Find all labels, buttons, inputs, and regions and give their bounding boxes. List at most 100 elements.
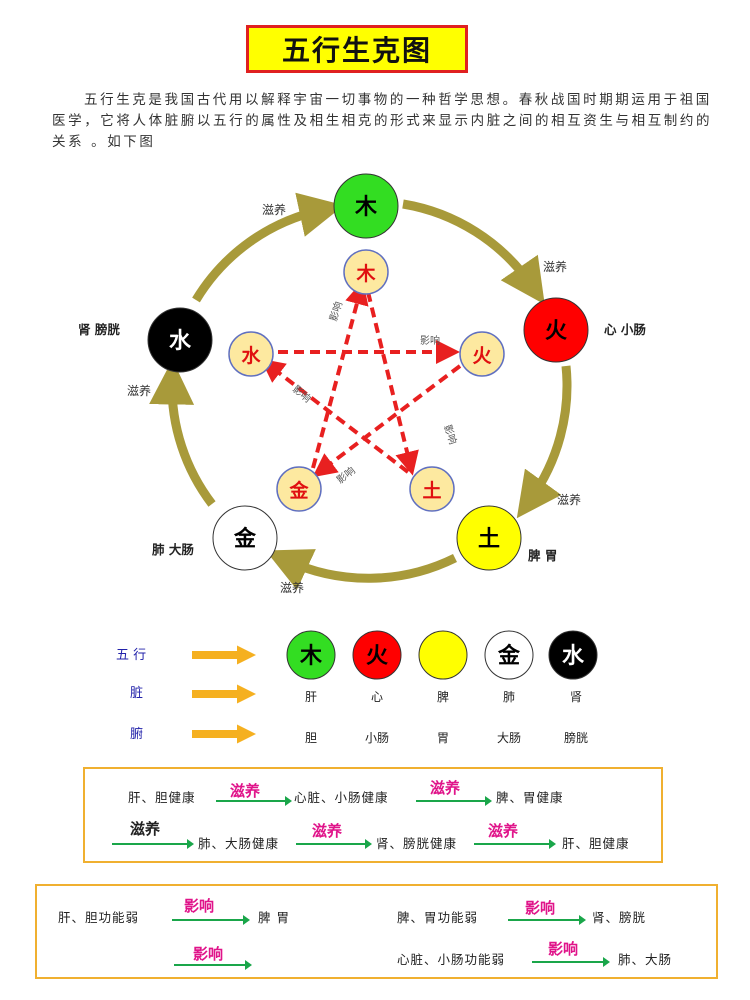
nourish-label: 滋养 bbox=[557, 492, 581, 507]
cycle-node-earth: 土 bbox=[456, 505, 522, 571]
svg-text:火: 火 bbox=[366, 644, 388, 669]
influence-label: 影响 bbox=[326, 300, 345, 323]
table-element-wood: 木 bbox=[286, 630, 336, 680]
svg-text:金: 金 bbox=[497, 643, 521, 669]
table-row-label-element: 五 行 bbox=[116, 648, 146, 663]
cycle-node-metal: 金 bbox=[212, 505, 278, 571]
influence-label: 影响 bbox=[420, 334, 440, 347]
nourish-chain-box bbox=[83, 767, 663, 863]
chain-text: 肝、胆功能弱 bbox=[58, 910, 140, 925]
inner-node-wood: 木 bbox=[343, 249, 389, 295]
chain-verb: 滋养 bbox=[312, 822, 343, 840]
nourish-label: 滋养 bbox=[262, 202, 286, 217]
chain-text: 肝、胆健康 bbox=[128, 790, 196, 805]
table-fu-cell: 小肠 bbox=[365, 731, 389, 745]
nourish-label: 滋养 bbox=[127, 383, 151, 398]
nourish-arrow-water-wood bbox=[192, 192, 344, 303]
nourish-label: 滋养 bbox=[280, 580, 304, 595]
organ-label-water: 肾 膀胱 bbox=[78, 322, 120, 337]
inner-node-earth: 土 bbox=[409, 466, 455, 512]
chain-verb: 滋养 bbox=[488, 822, 519, 840]
chain-verb: 影响 bbox=[525, 899, 556, 917]
table-zang-cell: 肺 bbox=[503, 690, 515, 704]
influence-label: 影响 bbox=[441, 423, 460, 446]
chain-verb: 影响 bbox=[193, 945, 224, 963]
svg-text:水: 水 bbox=[169, 329, 192, 354]
nourish-arrow-wood-fire bbox=[402, 199, 545, 305]
table-element-water: 水 bbox=[548, 630, 598, 680]
svg-text:金: 金 bbox=[288, 479, 309, 502]
svg-text:水: 水 bbox=[241, 345, 261, 367]
chain-text: 脾、胃健康 bbox=[496, 790, 564, 805]
inner-node-metal: 金 bbox=[276, 466, 322, 512]
table-element-fire: 火 bbox=[352, 630, 402, 680]
table-row-label-fu: 腑 bbox=[130, 726, 143, 742]
influence-arrow-earth-water bbox=[260, 358, 410, 474]
nourish-label: 滋养 bbox=[543, 259, 567, 274]
svg-text:水: 水 bbox=[562, 644, 585, 669]
table-fu-cell: 膀胱 bbox=[564, 730, 588, 745]
svg-text:金: 金 bbox=[233, 526, 257, 552]
cycle-node-water: 水 bbox=[147, 307, 213, 373]
green-arrow bbox=[474, 839, 556, 849]
svg-text:火: 火 bbox=[545, 319, 567, 344]
green-arrow bbox=[216, 796, 292, 806]
chain-text: 肝、胆健康 bbox=[562, 836, 630, 851]
svg-text:土: 土 bbox=[422, 480, 441, 502]
chain-text: 肾、膀胱 bbox=[592, 910, 647, 925]
influence-arrow-wood-earth bbox=[366, 291, 419, 476]
table-fu-cell: 胃 bbox=[437, 731, 449, 745]
svg-text:木: 木 bbox=[354, 195, 378, 220]
chain-text: 心脏、小肠功能弱 bbox=[397, 952, 506, 967]
table-fu-cell: 胆 bbox=[305, 731, 317, 745]
chain-text: 肺、大肠 bbox=[618, 952, 673, 967]
intro-paragraph: 五行生克是我国古代用以解释宇宙一切事物的一种哲学思想。春秋战国时期期运用于祖国医… bbox=[52, 92, 713, 150]
green-arrow bbox=[532, 957, 610, 967]
inner-node-fire: 火 bbox=[459, 331, 505, 377]
inner-node-water: 水 bbox=[228, 331, 274, 377]
influence-chain-box bbox=[35, 884, 718, 979]
influence-arrow-metal-wood bbox=[311, 280, 369, 469]
cycle-node-fire: 火 bbox=[523, 297, 589, 363]
table-zang-cell: 肝 bbox=[305, 690, 317, 704]
table-fu-cell: 大肠 bbox=[497, 731, 521, 745]
table-zang-cell: 肾 bbox=[570, 690, 582, 704]
organ-label-fire: 心 小肠 bbox=[604, 322, 646, 337]
chain-verb: 滋养 bbox=[130, 820, 161, 838]
nourish-arrow-fire-earth bbox=[516, 365, 572, 519]
chain-text: 心脏、小肠健康 bbox=[294, 790, 389, 805]
influence-label: 影响 bbox=[334, 464, 358, 487]
table-zang-cell: 脾 bbox=[437, 689, 449, 704]
green-arrow bbox=[174, 960, 252, 970]
chain-verb: 滋养 bbox=[430, 779, 461, 797]
influence-arrow-fire-metal bbox=[312, 364, 462, 478]
influence-label: 影响 bbox=[290, 382, 314, 405]
chain-text: 肾、膀胱健康 bbox=[376, 836, 458, 851]
chain-verb: 滋养 bbox=[230, 782, 261, 800]
table-row-label-zang: 脏 bbox=[130, 686, 143, 701]
chain-text: 脾、胃功能弱 bbox=[397, 910, 479, 925]
chain-verb: 影响 bbox=[548, 940, 579, 958]
nourish-arrow-earth-metal bbox=[265, 549, 457, 590]
table-element-metal: 金 bbox=[484, 630, 534, 680]
svg-text:木: 木 bbox=[355, 262, 376, 285]
green-arrow bbox=[172, 915, 250, 925]
chain-text: 脾 胃 bbox=[258, 910, 290, 925]
green-arrow bbox=[112, 839, 194, 849]
table-zang-cell: 心 bbox=[371, 690, 383, 704]
cycle-node-wood: 木 bbox=[333, 173, 399, 239]
green-arrow bbox=[508, 915, 586, 925]
table-element-earth bbox=[418, 630, 468, 680]
green-arrow bbox=[416, 796, 492, 806]
svg-text:火: 火 bbox=[472, 345, 492, 367]
organ-label-earth: 脾 胃 bbox=[528, 548, 557, 563]
organ-label-metal: 肺 大肠 bbox=[152, 542, 194, 557]
nourish-arrow-metal-water bbox=[149, 359, 216, 507]
chain-verb: 影响 bbox=[184, 897, 215, 915]
page-title: 五行生克图 bbox=[246, 25, 468, 73]
chain-text: 肺、大肠健康 bbox=[198, 836, 280, 851]
svg-text:木: 木 bbox=[299, 644, 323, 669]
green-arrow bbox=[296, 839, 372, 849]
svg-text:土: 土 bbox=[478, 527, 500, 552]
